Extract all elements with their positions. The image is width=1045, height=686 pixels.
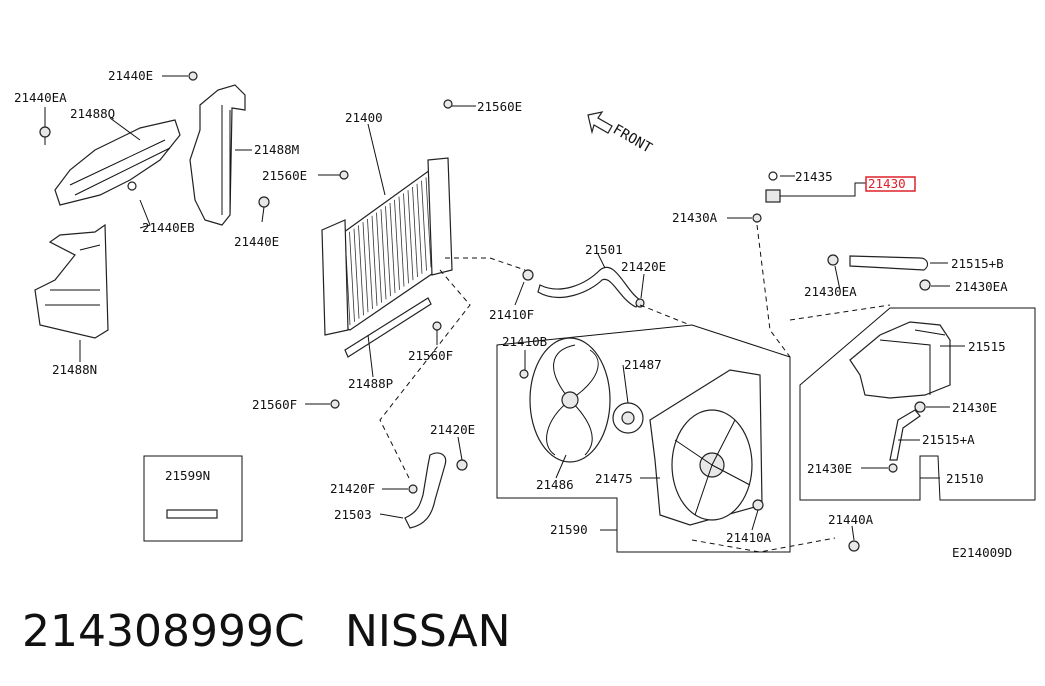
- radiator-fin: [425, 177, 432, 268]
- label-21486: 21486: [536, 477, 574, 492]
- radiator-fin: [349, 231, 355, 322]
- label-21488m: 21488M: [254, 142, 299, 157]
- inset-21599n: 21599N: [143, 455, 243, 542]
- label-21503: 21503: [334, 507, 372, 522]
- motor-21487: [612, 402, 644, 434]
- label-21599n: 21599N: [165, 468, 210, 483]
- reference-code: E214009D: [952, 545, 1012, 560]
- highlight-box-21430: [865, 176, 916, 192]
- fan-shroud-box: [496, 324, 791, 553]
- label-21410f: 21410F: [489, 307, 534, 322]
- label-21515a: 21515+A: [922, 432, 975, 447]
- label-21420f: 21420F: [330, 481, 375, 496]
- radiator-fin: [389, 202, 396, 294]
- label-21440ea-left: 21440EA: [14, 90, 67, 105]
- label-21487: 21487: [624, 357, 662, 372]
- label-21515b: 21515+B: [951, 256, 1004, 271]
- label-21501: 21501: [585, 242, 623, 257]
- upper-seal-21488q: [54, 119, 181, 206]
- label-21420e-low: 21420E: [430, 422, 475, 437]
- radiator-fin: [407, 190, 414, 281]
- front-label: FRONT: [610, 122, 655, 157]
- label-21510: 21510: [946, 471, 984, 486]
- bolt-21440a: [848, 540, 860, 552]
- hose-21515b: [849, 255, 929, 271]
- label-21400: 21400: [345, 110, 383, 125]
- label-21430a: 21430A: [672, 210, 718, 225]
- radiator-fin: [385, 206, 391, 297]
- seal-21488p: [344, 297, 432, 358]
- label-21430ea-left: 21430EA: [804, 284, 857, 299]
- cap-21435: [768, 171, 778, 181]
- label-21430: 21430: [868, 176, 906, 191]
- label-21560f-low: 21560F: [252, 397, 297, 412]
- radiator-fin: [403, 193, 409, 284]
- radiator-fin: [394, 199, 400, 290]
- label-21440e-mid: 21440E: [234, 234, 279, 249]
- label-21430ea-right: 21430EA: [955, 279, 1008, 294]
- radiator-fin: [380, 209, 387, 300]
- brand-name: NISSAN: [345, 606, 511, 657]
- clip-21440ea: [39, 126, 51, 145]
- label-21435: 21435: [795, 169, 833, 184]
- lower-guide-21488n: [34, 223, 109, 339]
- label-21488q: 21488Q: [70, 106, 115, 121]
- label-21410a: 21410A: [726, 530, 772, 545]
- label-21440a: 21440A: [828, 512, 874, 527]
- radiator-fin: [367, 218, 373, 310]
- radiator-21400: [321, 99, 453, 409]
- fan-blade-21486: [519, 337, 611, 463]
- reservoir-tank-21515: [849, 321, 951, 399]
- label-21420e-mid: 21420E: [621, 259, 666, 274]
- part-number: 214308999C: [22, 606, 305, 657]
- label-21560f-mid: 21560F: [408, 348, 453, 363]
- shroud-21475: [649, 369, 764, 526]
- radiator-fin: [362, 222, 369, 313]
- radiator-fin: [416, 183, 423, 274]
- radiator-fin: [353, 228, 360, 319]
- radiator-fin: [358, 225, 364, 316]
- radiator-fin: [376, 212, 382, 303]
- label-21590: 21590: [550, 522, 588, 537]
- label-21560e-left: 21560E: [262, 168, 307, 183]
- radiator-fin: [421, 180, 427, 271]
- label-21560e-top: 21560E: [477, 99, 522, 114]
- label-21430e-low: 21430E: [807, 461, 852, 476]
- radiator-fin: [412, 186, 418, 278]
- cap-21430: [765, 189, 781, 203]
- label-21440eb: 21440EB: [142, 220, 195, 235]
- label-21410b: 21410B: [502, 334, 547, 349]
- label-21430e-right: 21430E: [952, 400, 997, 415]
- radiator-fin: [371, 215, 378, 306]
- radiator-fin: [398, 196, 405, 287]
- label-21515: 21515: [968, 339, 1006, 354]
- hose-21515a: [889, 409, 921, 461]
- label-21440e-top: 21440E: [108, 68, 153, 83]
- label-21475: 21475: [595, 471, 633, 486]
- upper-hose-21501: [522, 266, 645, 308]
- lower-hose-21503: [404, 452, 468, 529]
- label-21488p: 21488P: [348, 376, 393, 391]
- front-arrow: FRONT: [587, 111, 655, 157]
- label-21488n: 21488N: [52, 362, 97, 377]
